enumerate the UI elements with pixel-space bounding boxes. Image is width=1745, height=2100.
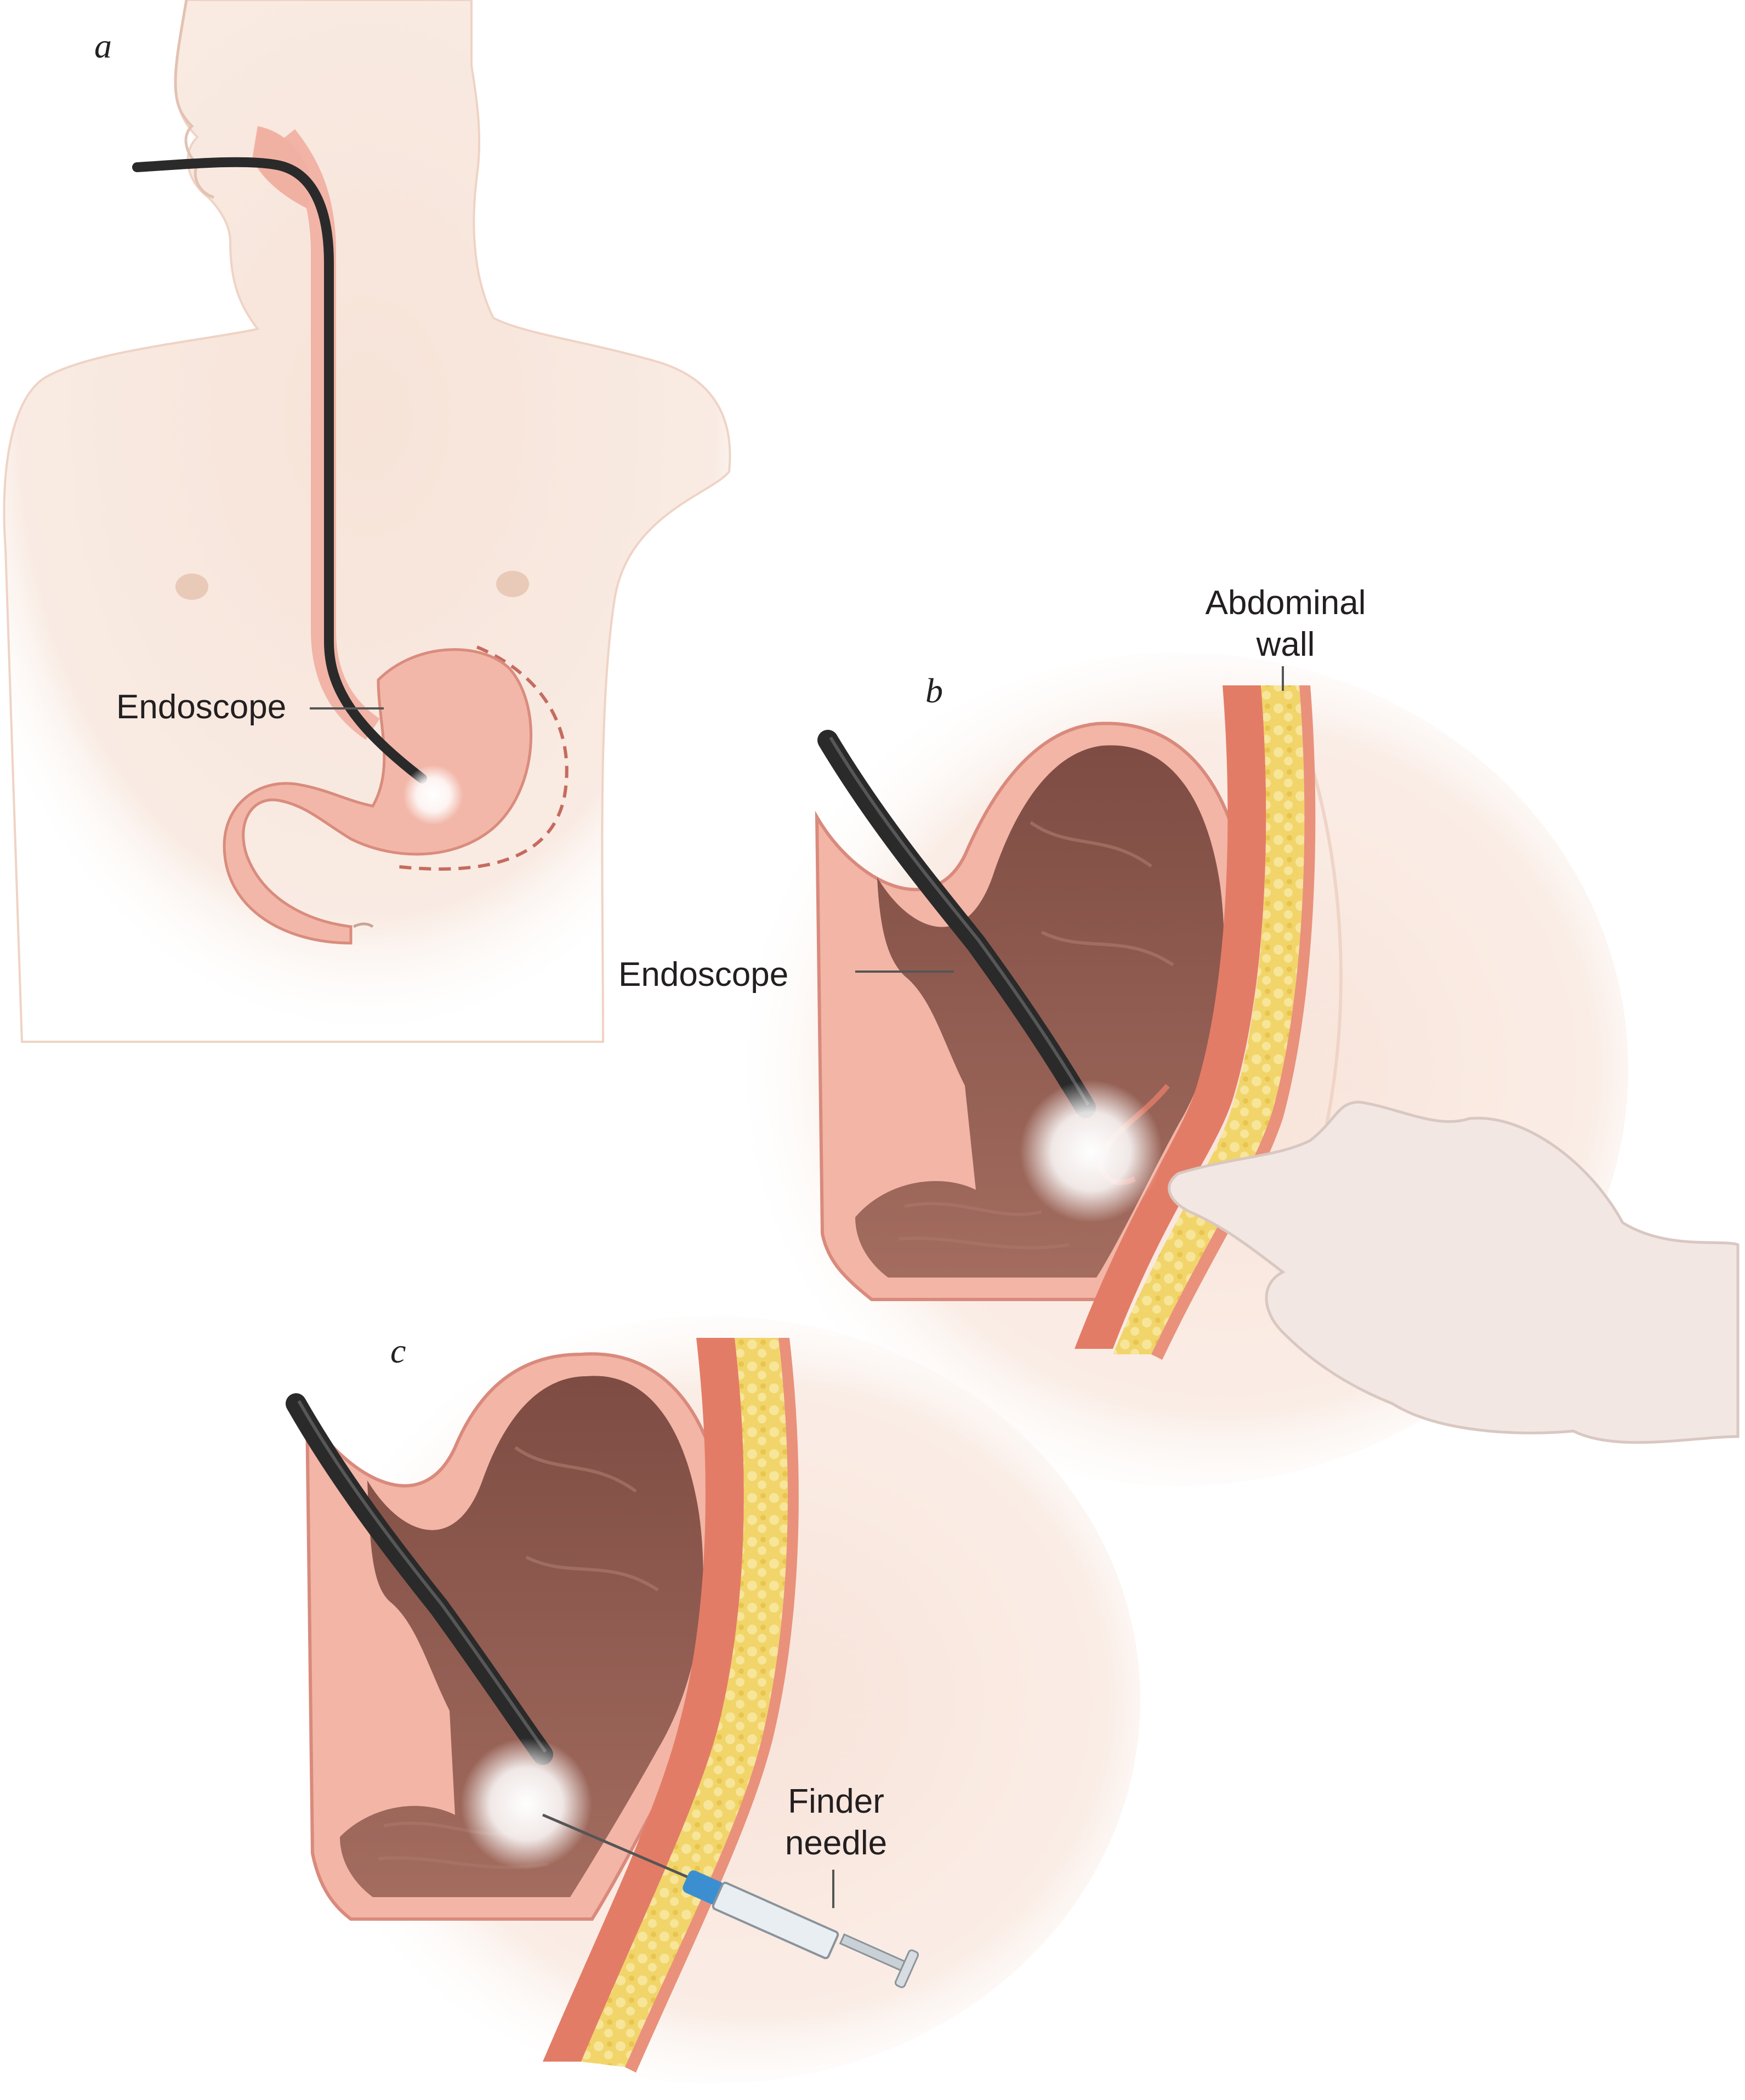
- gloved-hand: [1168, 1100, 1740, 1444]
- face-profile: [174, 0, 214, 199]
- left-nipple: [175, 574, 208, 600]
- abdominal-wall-label-line1: Abdominal: [1205, 584, 1366, 622]
- mucosal-folds-c: [378, 1446, 659, 1869]
- endoscope-c: [286, 1393, 553, 1765]
- endoscope-label-a: Endoscope: [116, 688, 287, 726]
- panel-a-figure: [3, 0, 731, 1043]
- mucosal-folds-b: [899, 821, 1174, 1250]
- stomach-lumen-c: [340, 1376, 703, 1897]
- endoscope-a: [132, 157, 427, 784]
- endoscope-c-highlight: [297, 1400, 547, 1753]
- abdominal-wall-label: Abdominal wall: [1184, 582, 1387, 666]
- finder-needle-label-line2: needle: [785, 1824, 888, 1862]
- syringe: [683, 1870, 919, 1988]
- abdominal-wall-fat-c: [581, 1338, 788, 2067]
- endoscope-light-a: [403, 765, 463, 825]
- endoscope-light-c: [461, 1738, 592, 1870]
- finder-needle-shaft: [542, 1813, 697, 1882]
- abdominal-wall-muscle-outer-c: [543, 1338, 744, 2062]
- endoscope-b-highlight: [829, 736, 1090, 1106]
- panel-label-b: b: [925, 671, 943, 710]
- panel-label-a: a: [94, 26, 112, 65]
- stomach: [223, 648, 533, 945]
- endoscope-label-b: Endoscope: [618, 956, 789, 994]
- right-nipple: [496, 571, 529, 597]
- endoscope-b: [817, 730, 1096, 1118]
- torso-silhouette: [3, 0, 731, 1043]
- finder-needle-label: Finder needle: [757, 1781, 916, 1864]
- panel-c-figure: [285, 1316, 1140, 2084]
- panel-label-c: c: [390, 1331, 406, 1370]
- finder-needle-label-line1: Finder: [788, 1783, 884, 1820]
- endoscope-light-b: [1020, 1080, 1162, 1223]
- abdominal-wall-muscle-outer-b: [1075, 685, 1266, 1349]
- abdominal-wall-label-line2: wall: [1256, 626, 1315, 663]
- panel-b-figure: [729, 652, 1740, 1486]
- navel: [353, 922, 374, 928]
- stomach-expanded-outline: [394, 645, 569, 871]
